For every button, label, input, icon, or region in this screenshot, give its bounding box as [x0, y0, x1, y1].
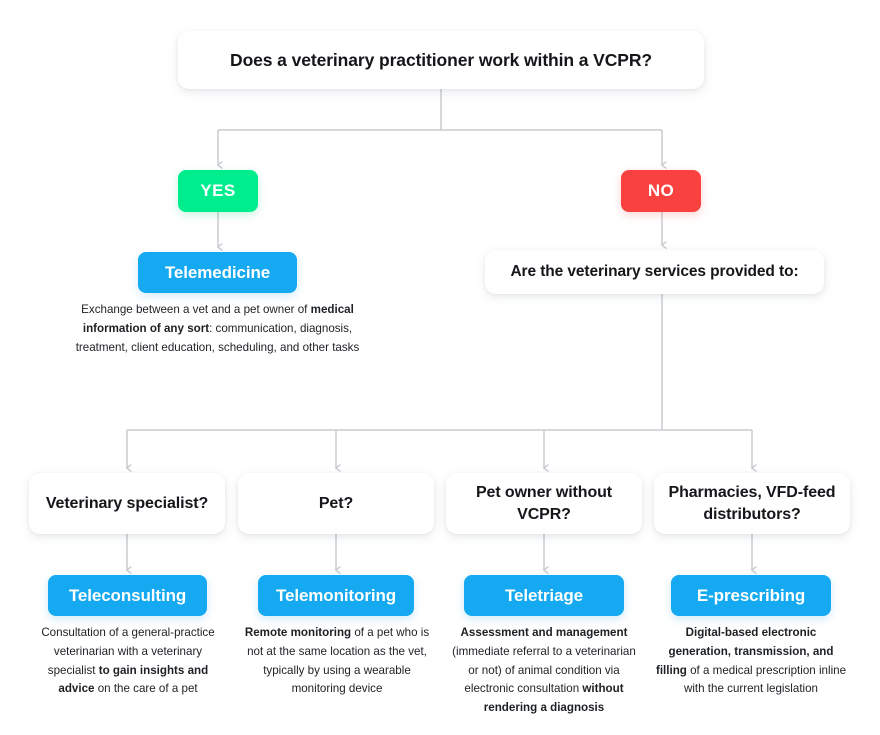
- result-description-2: Assessment and management (immediate ref…: [452, 626, 636, 715]
- result-button-e-prescribing[interactable]: E-prescribing: [671, 575, 831, 616]
- branch-question-text-1: Pet?: [318, 494, 354, 512]
- result-button-telemonitoring[interactable]: Telemonitoring: [258, 575, 414, 616]
- branch-question-card-2: Pet owner without VCPR?: [446, 473, 642, 534]
- branch-question-text-0: Veterinary specialist?: [45, 494, 209, 512]
- result-button-teleconsulting[interactable]: Teleconsulting: [48, 575, 207, 616]
- telemedicine-description: Exchange between a vet and a pet owner o…: [75, 303, 360, 354]
- result-description-1: Remote monitoring of a pet who is not at…: [244, 626, 430, 696]
- result-label-2: Teletriage: [504, 585, 584, 605]
- result-button-teletriage[interactable]: Teletriage: [464, 575, 624, 616]
- branch-question-text-3: Pharmacies, VFD-feed distributors?: [668, 484, 836, 523]
- services-question-card: Are the veterinary services provided to:: [485, 250, 824, 294]
- result-label-0: Teleconsulting: [68, 585, 187, 605]
- telemedicine-label: Telemedicine: [164, 262, 271, 282]
- branch-question-card-1: Pet?: [238, 473, 434, 534]
- result-label-3: E-prescribing: [696, 585, 806, 605]
- result-description-3: Digital-based electronic generation, tra…: [655, 626, 847, 696]
- result-label-1: Telemonitoring: [275, 585, 397, 605]
- telemedicine-button[interactable]: Telemedicine: [138, 252, 297, 293]
- branch-no-label: NO: [647, 181, 675, 200]
- services-question-text: Are the veterinary services provided to:: [510, 263, 799, 280]
- branch-question-card-0: Veterinary specialist?: [29, 473, 225, 534]
- branch-question-card-3: Pharmacies, VFD-feed distributors?: [654, 473, 850, 534]
- root-question-text: Does a veterinary practitioner work with…: [230, 49, 652, 70]
- branch-yes-badge[interactable]: YES: [178, 170, 258, 212]
- branch-no-badge[interactable]: NO: [621, 170, 701, 212]
- branch-question-text-2: Pet owner without VCPR?: [475, 484, 613, 523]
- branch-yes-label: YES: [200, 181, 236, 200]
- root-question-card: Does a veterinary practitioner work with…: [178, 31, 704, 89]
- result-description-0: Consultation of a general-practice veter…: [41, 626, 215, 696]
